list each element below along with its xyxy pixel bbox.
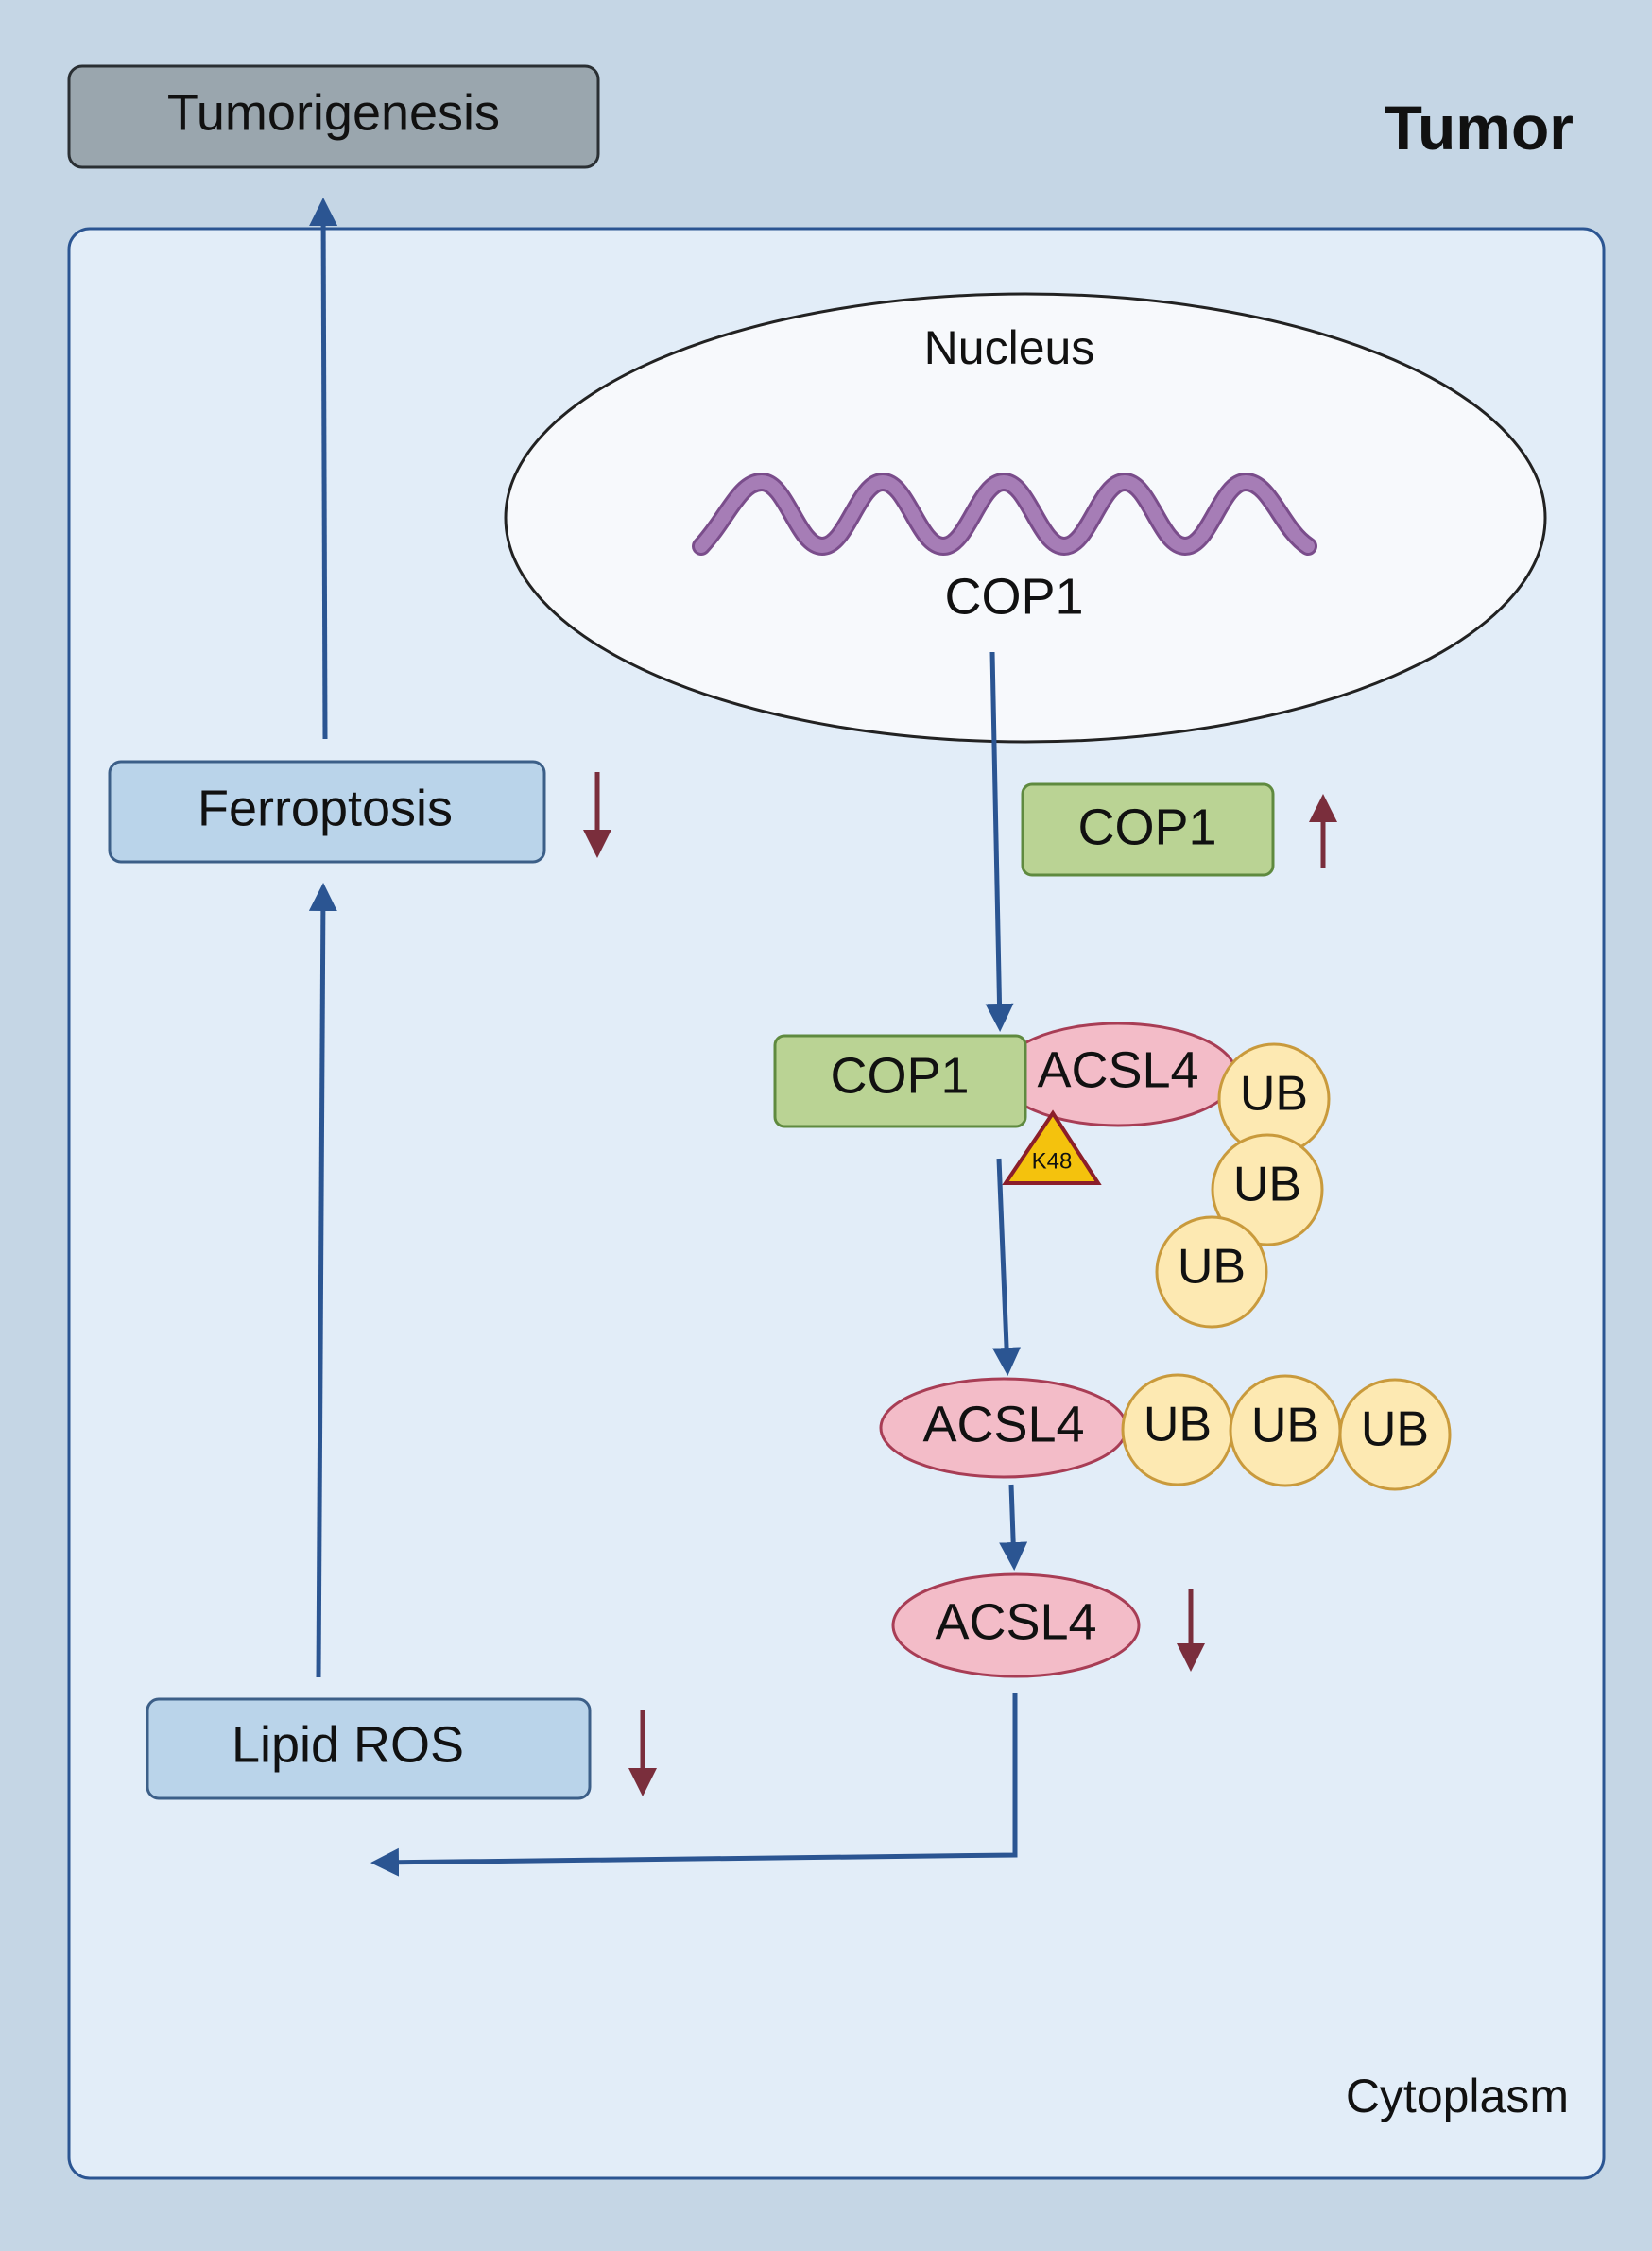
tumorigenesis-label: Tumorigenesis	[167, 84, 500, 141]
acsl4-complex-label: ACSL4	[1037, 1041, 1198, 1098]
arrow-acsl4-to-lipid-ros	[370, 1693, 1018, 1877]
ferroptosis-node: Ferroptosis	[108, 760, 546, 864]
ub-circle: UB	[1217, 1042, 1331, 1156]
arrow-gene-to-complex	[985, 651, 1014, 1032]
ub-circle: UB	[1155, 1215, 1268, 1329]
acsl4-ubiquitinated-label: ACSL4	[922, 1396, 1084, 1452]
arrow-complex-to-ubiquitination	[992, 1158, 1022, 1376]
cop1-complex-label: COP1	[830, 1047, 969, 1104]
cytoplasm-label: Cytoplasm	[1346, 2070, 1569, 2122]
lipid-ros-node: Lipid ROS	[146, 1697, 592, 1800]
cop1-gene-wave-fill	[695, 474, 1315, 554]
acsl4-decreased-label: ACSL4	[935, 1593, 1096, 1650]
ferroptosis-label: Ferroptosis	[198, 780, 453, 836]
tumor-label: Tumor	[1385, 93, 1574, 163]
arrow-ferroptosis-to-tumorigenesis	[309, 198, 338, 740]
lipid-ros-label: Lipid ROS	[232, 1716, 464, 1773]
arrow-to-acsl4-decrease	[999, 1484, 1028, 1571]
cop1-gene-label: COP1	[944, 568, 1083, 625]
ub-label: UB	[1178, 1240, 1246, 1295]
ub-label: UB	[1144, 1398, 1212, 1452]
ub-circle: UB	[1121, 1373, 1234, 1486]
acsl4-complex-node: ACSL4	[998, 1022, 1238, 1127]
cop1-complex-node: COP1	[773, 1034, 1027, 1128]
ub-label: UB	[1240, 1067, 1308, 1122]
k48-triangle: K48	[1002, 1109, 1102, 1185]
ub-circle: UB	[1211, 1133, 1324, 1246]
ub-label: UB	[1251, 1399, 1319, 1453]
acsl4-ubiquitinated-node: ACSL4	[879, 1377, 1128, 1479]
ub-circle: UB	[1229, 1374, 1342, 1487]
tumorigenesis-node: Tumorigenesis	[67, 64, 600, 169]
cop1-protein-node: COP1	[1021, 782, 1275, 877]
ub-label: UB	[1233, 1158, 1301, 1212]
ub-label: UB	[1361, 1402, 1429, 1457]
cop1-protein-label: COP1	[1077, 799, 1216, 855]
ub-circle: UB	[1338, 1378, 1452, 1491]
nucleus-label: Nucleus	[924, 321, 1095, 374]
k48-label: K48	[1032, 1148, 1073, 1174]
acsl4-decreased-node: ACSL4	[891, 1572, 1141, 1678]
arrow-lipid-ros-to-ferroptosis	[308, 883, 337, 1678]
